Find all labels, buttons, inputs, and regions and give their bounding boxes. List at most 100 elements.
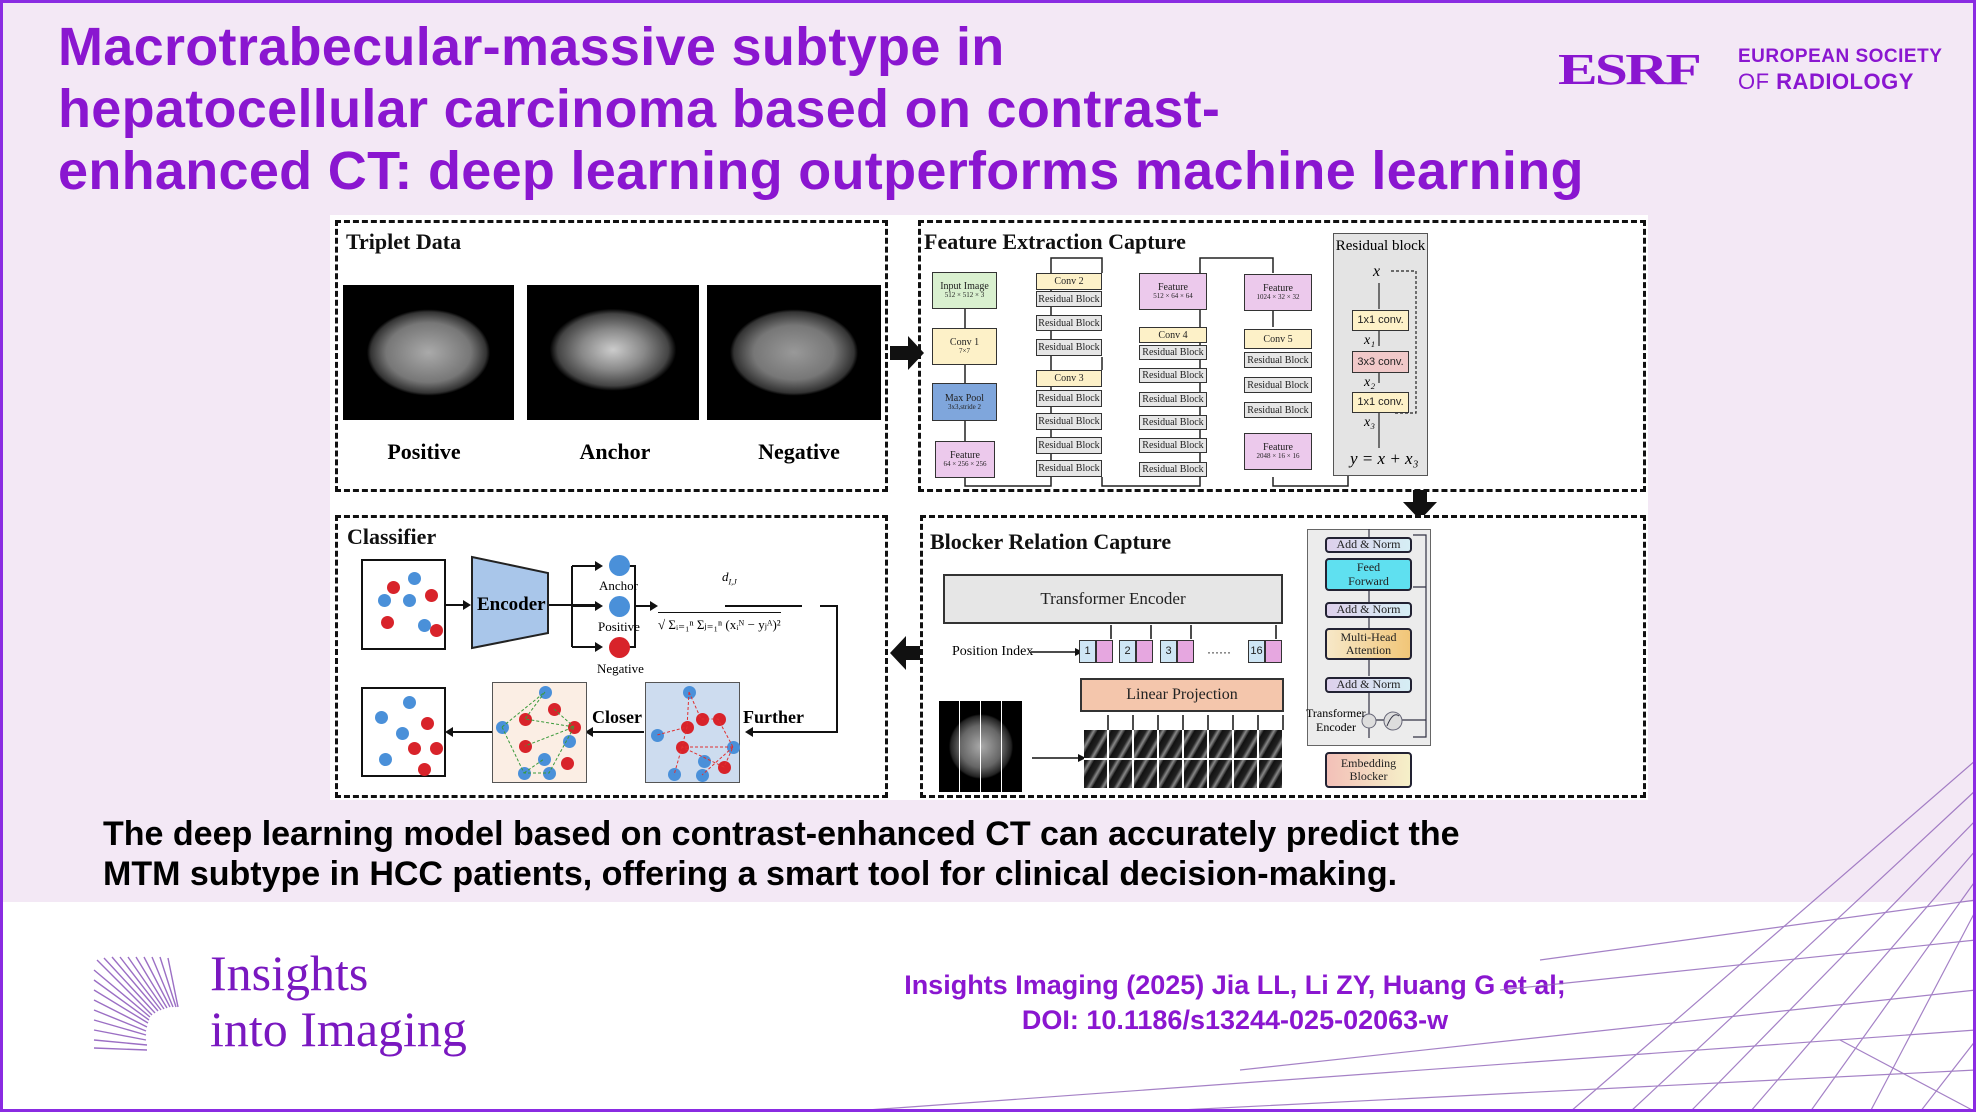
residual-block: Residual Block (1139, 462, 1207, 477)
arrow-left-icon (890, 636, 924, 670)
position-index-label: Position Index (952, 644, 1034, 659)
esr-logo-line2-b: RADIOLOGY (1776, 69, 1914, 94)
title-line-1: Macrotrabecular-massive subtype in (58, 17, 1005, 77)
linear-projection-box: Linear Projection (1080, 678, 1284, 712)
box-dim: 512 × 512 × 3 (944, 291, 985, 300)
res-x2: x₂ (1364, 375, 1376, 390)
residual-arrows (1378, 270, 1417, 448)
res-x3: x₃ (1364, 415, 1376, 430)
residual-block: Residual Block (1139, 345, 1207, 360)
residual-block: Residual Block (1036, 390, 1102, 407)
transformer-detail-arrows (1361, 529, 1427, 765)
negative-dot (609, 637, 630, 658)
anchor-label: Anchor (599, 578, 638, 593)
position-token: 2 (1119, 640, 1136, 663)
mha-line: Multi-Head (1340, 629, 1397, 644)
esr-logo-line2-a: OF (1738, 69, 1777, 94)
esr-logo-line2: OF RADIOLOGY (1738, 69, 1914, 94)
add-norm-box: Add & Norm (1325, 677, 1412, 693)
panel-arrows (890, 336, 1437, 670)
esr-logo-mark: ESRF (1558, 45, 1702, 94)
triplet-title: Triplet Data (346, 229, 462, 254)
further-scatter-box (645, 682, 740, 783)
citation-line-1: Insights Imaging (2025) Jia LL, Li ZY, H… (904, 970, 1566, 1000)
patch-token (1265, 640, 1282, 663)
box-dim: 3x3,stride 2 (947, 402, 982, 411)
res-x1: x₁ (1364, 333, 1376, 348)
label-anchor: Anchor (579, 439, 651, 464)
distance-symbol-text: d (722, 569, 729, 584)
decorative-lines (839, 759, 1976, 1112)
esr-logo: ESRF EUROPEAN SOCIETY OF RADIOLOGY (1558, 45, 1942, 94)
title-line-3: enhanced CT: deep learning outperforms m… (58, 141, 1584, 201)
emb-line: Blocker (1349, 769, 1388, 783)
te-line: Transformer (1306, 706, 1366, 720)
residual-block: Residual Block (1036, 315, 1102, 331)
feature-extraction-title: Feature Extraction Capture (924, 229, 1186, 254)
add-icon (1361, 713, 1377, 729)
residual-block: Residual Block (1139, 368, 1207, 383)
position-token: 16 (1248, 640, 1265, 663)
mha-line: Attention (1345, 643, 1392, 657)
ct-negative-image (707, 285, 881, 420)
classifier-flow (445, 555, 838, 737)
blocker-arrows (1031, 625, 1284, 762)
closer-scatter-box (492, 682, 587, 783)
title-line-2: hepatocellular carcinoma based on contra… (58, 79, 1221, 139)
input-scatter-box (361, 559, 446, 650)
closer-label: Closer (592, 707, 642, 727)
blocker-title: Blocker Relation Capture (930, 529, 1172, 554)
activation-icon (1383, 711, 1403, 731)
label-positive: Positive (387, 439, 461, 464)
journal-logo-line1: Insights (210, 945, 369, 1001)
conv3-box: Conv 3 (1036, 370, 1102, 387)
further-label: Further (743, 707, 804, 727)
patch-token (1177, 640, 1194, 663)
conv5-box: Conv 5 (1244, 329, 1312, 349)
ff-line: Forward (1348, 573, 1389, 588)
label-negative: Negative (758, 439, 840, 464)
box-dim: 2048 × 16 × 16 (1256, 452, 1300, 461)
citation-doi: DOI: 10.1186/s13244-025-02063-w (1021, 1005, 1449, 1035)
blocker-panel (920, 515, 1646, 798)
box-name: Feature (950, 450, 980, 462)
conv4-box: Conv 4 (1139, 327, 1207, 343)
page-title: Macrotrabecular-massive subtype in hepat… (58, 16, 1584, 202)
res-equation: y = x + x₃ (1350, 449, 1419, 468)
residual-block: Residual Block (1036, 460, 1102, 477)
add-norm-box: Add & Norm (1325, 537, 1412, 553)
patch-sequence-image (1084, 730, 1283, 788)
residual-block: Residual Block (1139, 438, 1207, 453)
box-name: Feature (1263, 283, 1293, 295)
arrow-down-icon (1403, 490, 1437, 520)
emb-line: Embedding (1340, 755, 1397, 770)
residual-block: Residual Block (1244, 352, 1312, 368)
residual-block: Residual Block (1036, 437, 1102, 454)
residual-block: Residual Block (1139, 392, 1207, 407)
journal-logo-rays-icon (93, 956, 179, 1051)
residual-block: Residual Block (1139, 415, 1207, 430)
res-conv2: 3x3 conv. (1352, 351, 1409, 373)
distance-formula: √ Σᵢ₌₁ⁿ Σⱼ₌₁ⁿ (xᵢᴺ − yⱼᴬ)² (658, 612, 781, 633)
journal-logo-line2: into Imaging (210, 1001, 467, 1057)
add-norm-box: Add & Norm (1325, 602, 1412, 618)
te-line: Encoder (1316, 720, 1356, 734)
arrow-right-icon (890, 336, 924, 370)
box-name: Conv 1 (949, 337, 980, 349)
res-conv3: 1x1 conv. (1352, 392, 1409, 413)
distance-symbol: dI,J (722, 569, 737, 587)
residual-block: Residual Block (1036, 413, 1102, 430)
residual-block: Residual Block (1244, 377, 1312, 393)
classifier-title: Classifier (347, 524, 437, 549)
negative-label: Negative (597, 661, 644, 676)
position-token: 3 (1160, 640, 1177, 663)
residual-block: Residual Block (1244, 402, 1312, 418)
residual-block: Residual Block (1036, 339, 1102, 356)
